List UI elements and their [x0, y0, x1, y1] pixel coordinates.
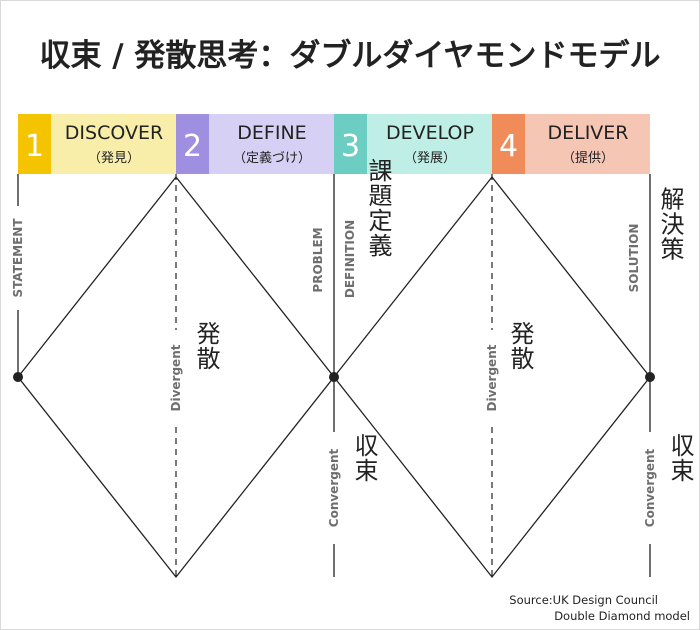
phase-discover-name: DISCOVER [65, 122, 163, 144]
convergent-jp-label-2: 収束 [666, 433, 694, 483]
phase-develop: 3 DEVELOP （発展） [334, 114, 492, 174]
phase-define-number: 2 [183, 129, 202, 164]
convergent-label-1: Convergent [327, 448, 341, 527]
phase-discover-number: 1 [25, 129, 44, 164]
phase-define-number-box [176, 114, 209, 174]
phase-discover-jp: （発見） [88, 151, 140, 166]
divergent-jp-label-1: 発散 [192, 321, 220, 371]
definition-label: DEFINITION [343, 220, 357, 298]
statement-label: STATEMENT [11, 218, 25, 298]
solution-jp-label: 解決策 [656, 187, 684, 262]
phase-deliver: 4 DELIVER （提供） [492, 114, 650, 174]
definition-label-bg [342, 204, 358, 314]
convergent-label-1-bg [326, 432, 342, 544]
statement-label-bg [10, 206, 26, 310]
phase-discover: 1 DISCOVER （発見） [18, 114, 176, 174]
divergent-label-1: Divergent [169, 344, 183, 411]
phase-develop-number-box [334, 114, 367, 174]
problem-label: PROBLEM [311, 227, 325, 292]
phase-deliver-jp: （提供） [562, 150, 614, 166]
divergent-jp-label-2: 発散 [506, 321, 534, 371]
phase-develop-number: 3 [341, 129, 360, 164]
phase-develop-jp: （発展） [404, 151, 456, 166]
solution-label-bg [626, 210, 642, 306]
divergent-label-2-bg [484, 330, 500, 426]
phase-define-name: DEFINE [237, 122, 306, 144]
phase-define-jp: （定義づけ） [233, 150, 311, 166]
problem-definition-jp-label: 課題定義 [364, 158, 392, 258]
node-middle [329, 372, 339, 382]
divergent-label-2: Divergent [485, 344, 499, 411]
phase-deliver-number-box [492, 114, 525, 174]
convergent-label-2-bg [642, 432, 658, 544]
convergent-label-2: Convergent [643, 448, 657, 527]
phase-header: 1 DISCOVER （発見） 2 DEFINE （定義づけ） 3 DEVELO… [18, 114, 650, 174]
phase-discover-number-box [18, 114, 51, 174]
problem-label-bg [310, 216, 326, 304]
node-end [645, 372, 655, 382]
divergent-label-1-bg [168, 330, 184, 426]
solution-label: SOLUTION [627, 224, 641, 293]
phase-define: 2 DEFINE （定義づけ） [176, 114, 334, 174]
figure-title: 収束 / 発散思考：ダブルダイヤモンドモデル [40, 38, 661, 74]
node-start [13, 372, 23, 382]
source-line-1: Source:UK Design Council [509, 593, 658, 607]
phase-develop-name: DEVELOP [386, 122, 474, 144]
convergent-jp-label-1: 収束 [350, 433, 378, 483]
phase-deliver-name: DELIVER [547, 122, 628, 144]
phase-deliver-number: 4 [499, 129, 518, 164]
source-line-2: Double Diamond model [554, 609, 690, 623]
